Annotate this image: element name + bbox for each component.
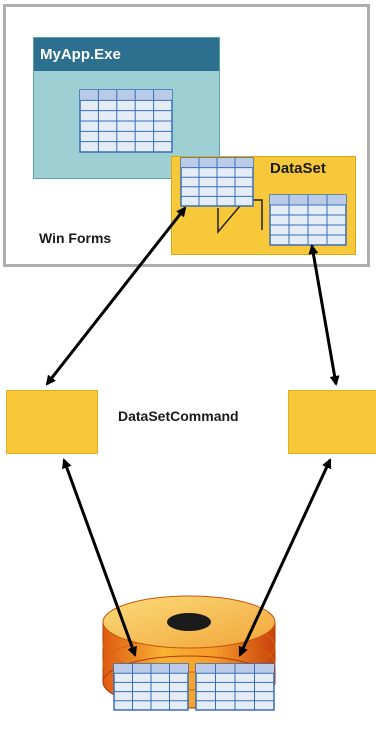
dataset-right-table-grid-icon xyxy=(269,194,347,246)
db-right-table-grid-icon xyxy=(195,663,275,711)
datasetcommand-label: DataSetCommand xyxy=(118,408,239,424)
left-adapter-box xyxy=(6,390,98,454)
dataset-left-table-grid-icon xyxy=(180,157,254,207)
arrow-dataset-to-right-adapter xyxy=(308,244,340,386)
myapp-title: MyApp.Exe xyxy=(34,38,219,71)
dataset-label: DataSet xyxy=(270,160,326,177)
myapp-table-grid-icon xyxy=(79,89,173,153)
db-left-table-grid-icon xyxy=(113,663,189,711)
right-adapter-box xyxy=(288,390,376,454)
arrow-right-adapter-to-db xyxy=(238,458,332,657)
arrow-left-adapter-to-db xyxy=(62,458,137,657)
arrow-grid-to-left-adapter xyxy=(45,206,187,386)
arrows xyxy=(45,206,340,657)
